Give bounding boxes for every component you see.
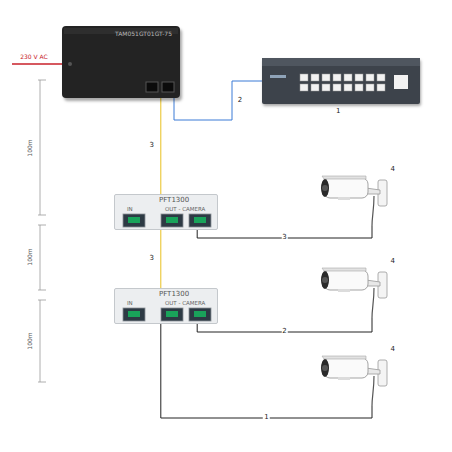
device-label: PFT1300 xyxy=(159,197,189,205)
camera-illustration xyxy=(316,166,396,226)
callout-number: 1 xyxy=(336,108,340,116)
dimension-bracket xyxy=(38,80,46,382)
camera-node: 4 xyxy=(316,258,396,318)
edge-label: 3 xyxy=(149,142,155,150)
dimension-label: 100m xyxy=(27,139,34,156)
dimension-label: 100m xyxy=(27,248,34,265)
cable-connector xyxy=(174,81,262,120)
pft-box: PFT1300IN OUT - CAMERA xyxy=(114,288,218,324)
switch-illustration xyxy=(262,58,420,104)
switch-box: 1 xyxy=(262,58,420,104)
edge-label: 3 xyxy=(281,234,287,242)
dimension-label: 100m xyxy=(27,332,34,349)
edge-label: 1 xyxy=(263,414,269,422)
callout-number: 4 xyxy=(391,346,395,354)
cable-connector xyxy=(161,324,372,418)
device-label: PFT1300 xyxy=(159,291,189,299)
edge-label: 3 xyxy=(149,255,155,263)
model-label: TAM051GT01GT-75 xyxy=(115,31,172,38)
port-label: IN xyxy=(127,206,133,212)
camera-illustration xyxy=(316,258,396,318)
callout-number: 4 xyxy=(391,258,395,266)
edge-label: 2 xyxy=(237,97,243,105)
port-label: OUT - CAMERA xyxy=(165,300,205,306)
injector-box: TAM051GT01GT-75 xyxy=(62,26,180,98)
camera-node: 4 xyxy=(316,166,396,226)
cable-connector xyxy=(160,230,161,288)
voltage-label: 230 V AC xyxy=(20,54,48,61)
camera-node: 4 xyxy=(316,346,396,406)
port-label: OUT - CAMERA xyxy=(165,206,205,212)
cable-connector xyxy=(160,98,161,194)
port-label: IN xyxy=(127,300,133,306)
power-cord xyxy=(12,63,62,65)
edge-label: 2 xyxy=(281,328,287,336)
camera-illustration xyxy=(316,346,396,406)
pft-box: PFT1300IN OUT - CAMERA xyxy=(114,194,218,230)
callout-number: 4 xyxy=(391,166,395,174)
